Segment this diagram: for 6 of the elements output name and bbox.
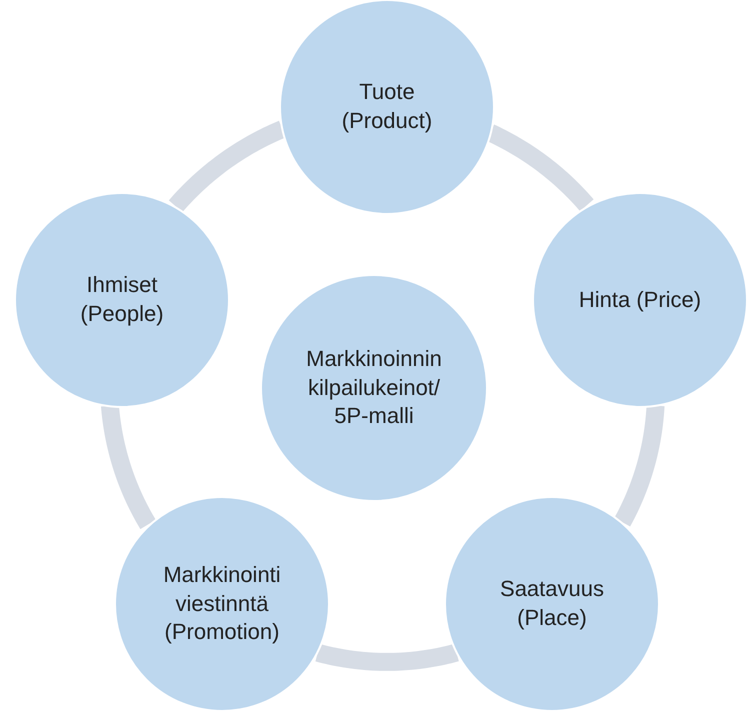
node-label: Tuote (Product) [340,78,434,135]
node-label: Markkinointi viestinntä (Promotion) [162,561,282,646]
node-label: Markkinoinnin kilpailukeinot/ 5P-malli [305,345,443,430]
node-label: Saatavuus (Place) [499,575,605,632]
node-label: Hinta (Price) [578,286,702,314]
node-label: Ihmiset (People) [79,271,165,328]
